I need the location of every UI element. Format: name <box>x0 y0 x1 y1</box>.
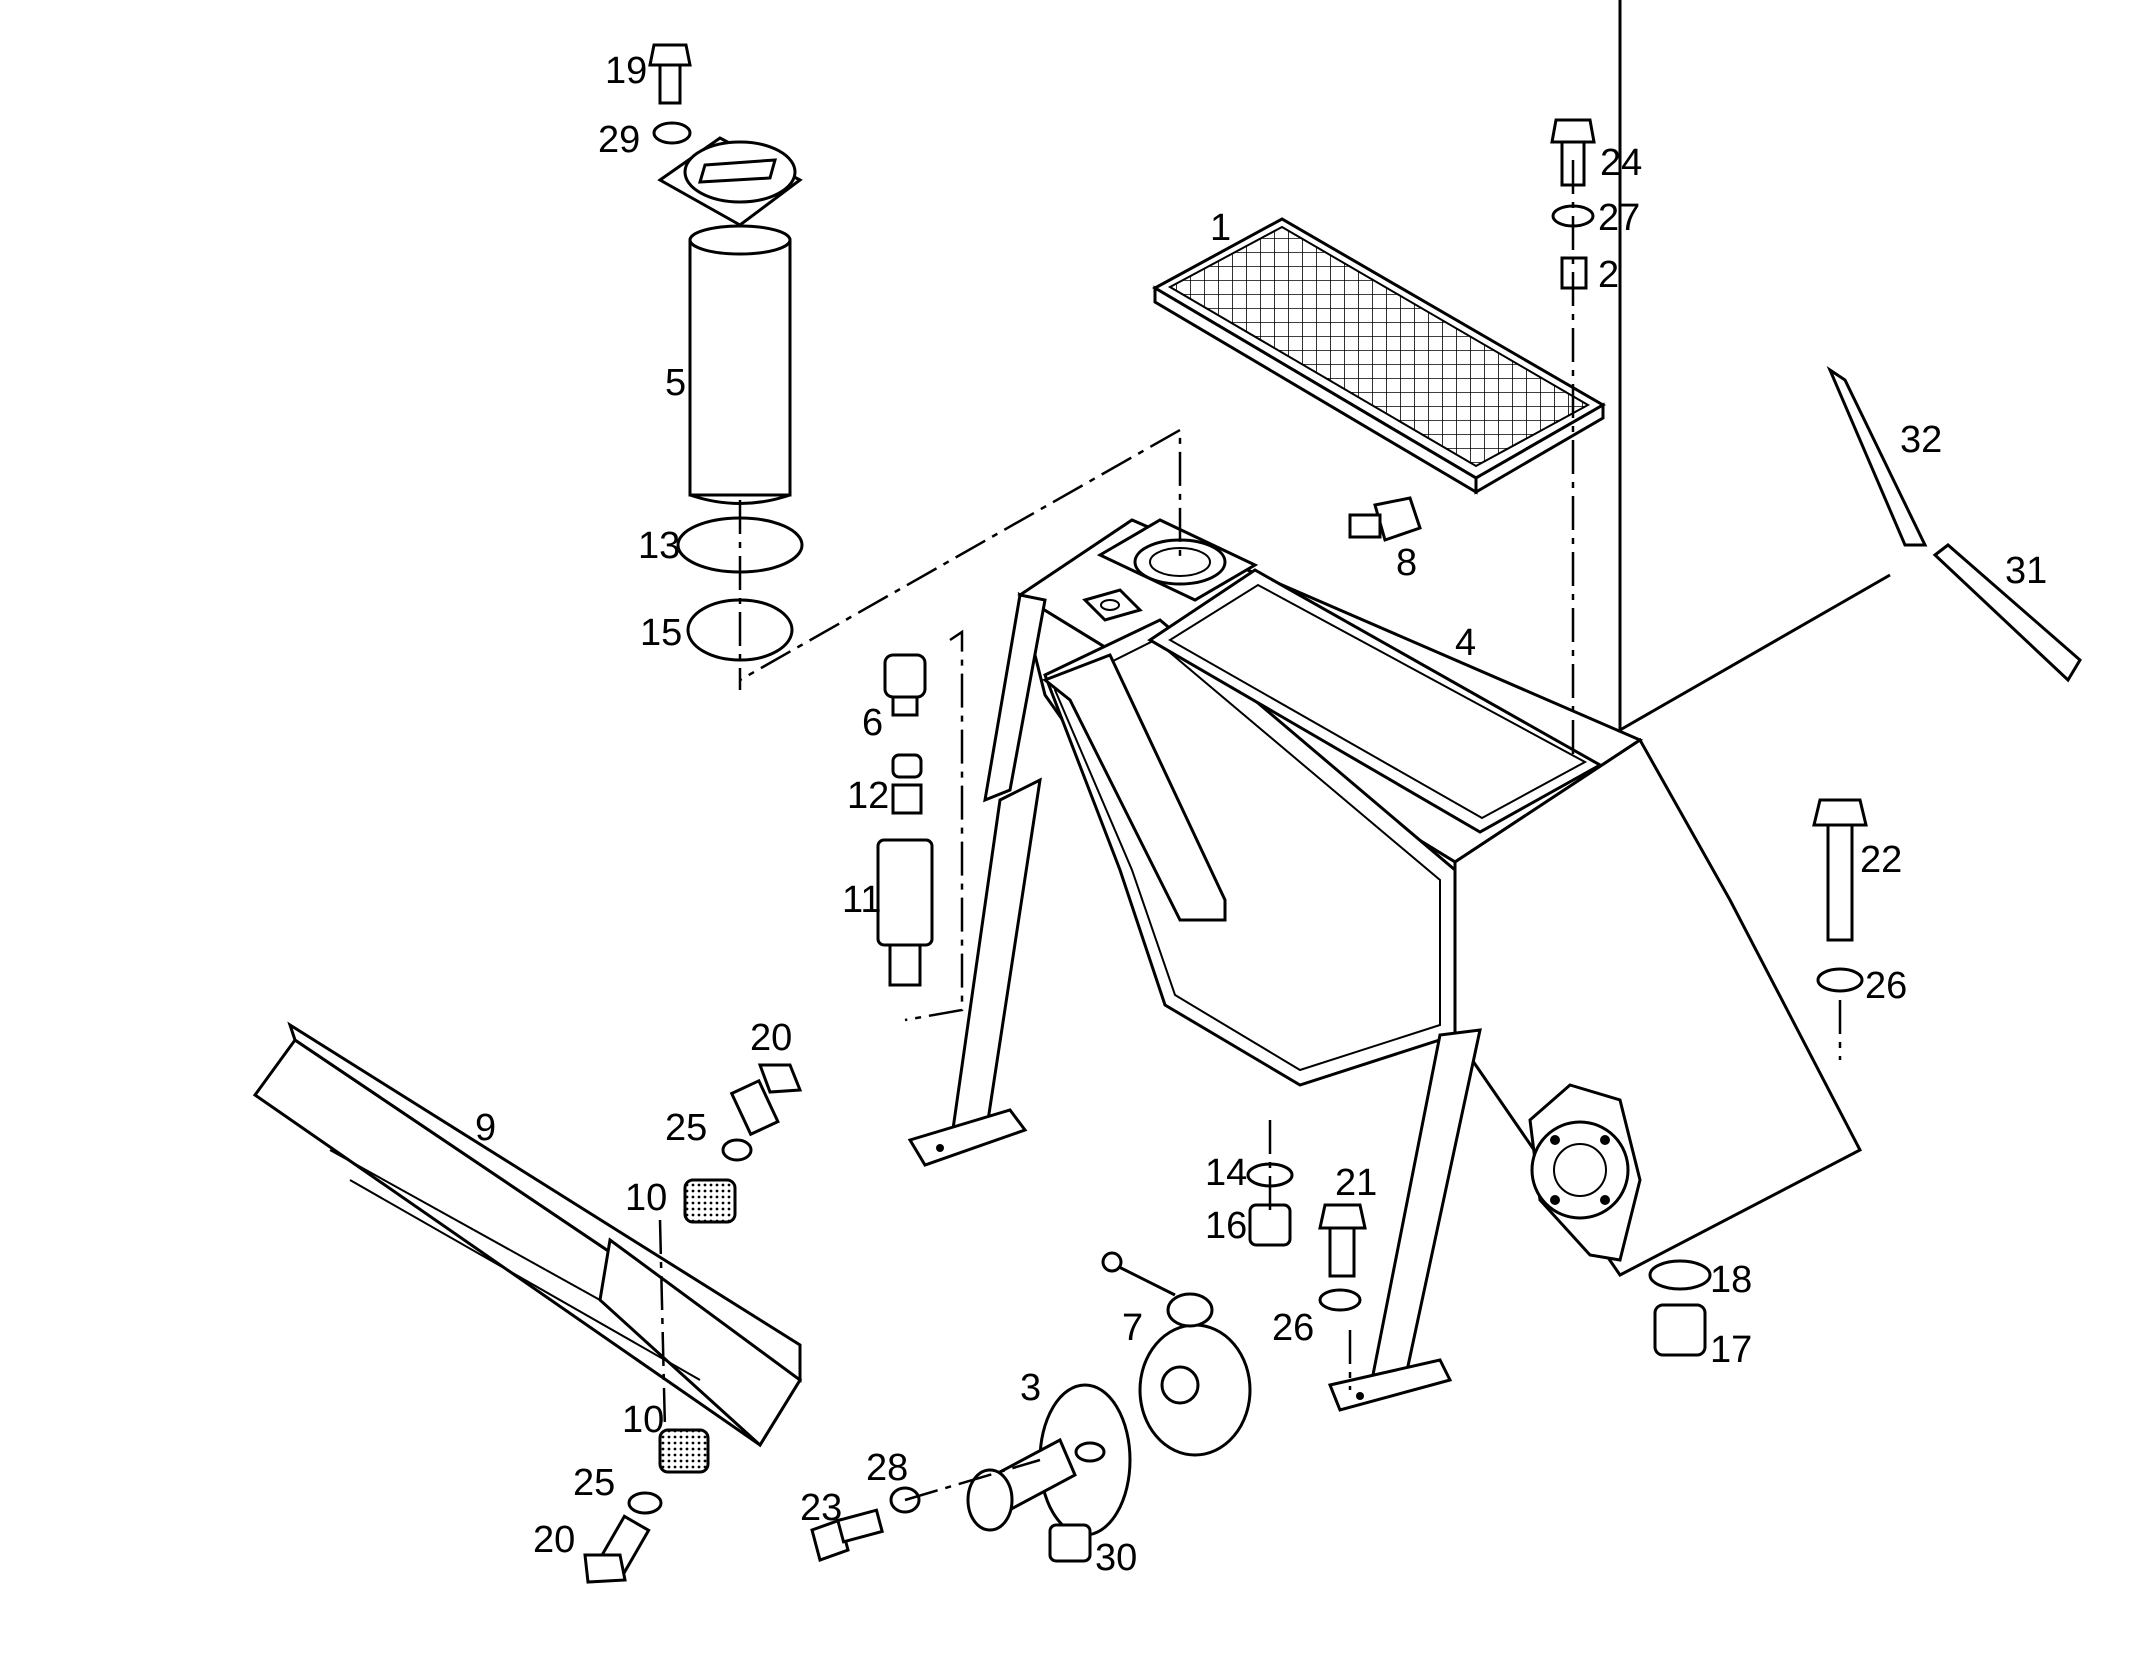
label-20-bottom: 20 <box>533 1519 575 1561</box>
label-12: 12 <box>847 775 889 817</box>
label-10-top: 10 <box>625 1177 667 1219</box>
label-5: 5 <box>665 362 686 404</box>
label-26-right: 26 <box>1865 965 1907 1007</box>
label-32: 32 <box>1900 419 1942 461</box>
ball-valve <box>1101 1251 1252 1457</box>
label-25-top: 25 <box>665 1107 707 1149</box>
label-27: 27 <box>1598 197 1640 239</box>
label-16: 16 <box>1205 1205 1247 1247</box>
label-11: 11 <box>842 879 881 921</box>
label-31: 31 <box>2005 550 2047 592</box>
label-21: 21 <box>1335 1162 1377 1204</box>
label-3: 3 <box>1020 1367 1041 1409</box>
label-9: 9 <box>475 1107 496 1149</box>
label-13: 13 <box>638 525 680 567</box>
label-30: 30 <box>1095 1537 1137 1579</box>
label-25-bottom: 25 <box>573 1462 615 1504</box>
label-4: 4 <box>1455 622 1476 664</box>
side-cover <box>252 1021 803 1448</box>
label-1: 1 <box>1210 207 1231 249</box>
label-7: 7 <box>1122 1307 1143 1349</box>
grille-mat <box>1151 217 1607 495</box>
label-6: 6 <box>862 702 883 744</box>
pipe-flange <box>966 1383 1132 1554</box>
label-20-top: 20 <box>750 1017 792 1059</box>
label-18: 18 <box>1710 1259 1752 1301</box>
part-labels: 1 2 3 4 5 6 7 8 9 10 10 11 12 13 14 15 1… <box>475 50 2047 1579</box>
label-17: 17 <box>1710 1329 1752 1371</box>
filter-cartridge <box>657 136 803 505</box>
label-24: 24 <box>1600 142 1642 184</box>
tank-housing <box>907 518 1863 1412</box>
label-15: 15 <box>640 612 682 654</box>
label-8: 8 <box>1396 542 1417 584</box>
label-23: 23 <box>800 1487 842 1529</box>
assembly-lines <box>658 160 1891 1502</box>
label-2: 2 <box>1598 254 1619 296</box>
label-29: 29 <box>598 119 640 161</box>
label-19: 19 <box>605 50 647 92</box>
label-22: 22 <box>1860 839 1902 881</box>
label-26-left: 26 <box>1272 1307 1314 1349</box>
rubber-strips <box>1618 0 2082 730</box>
label-14: 14 <box>1205 1152 1247 1194</box>
label-10-bottom: 10 <box>622 1399 664 1441</box>
label-28: 28 <box>866 1447 908 1489</box>
